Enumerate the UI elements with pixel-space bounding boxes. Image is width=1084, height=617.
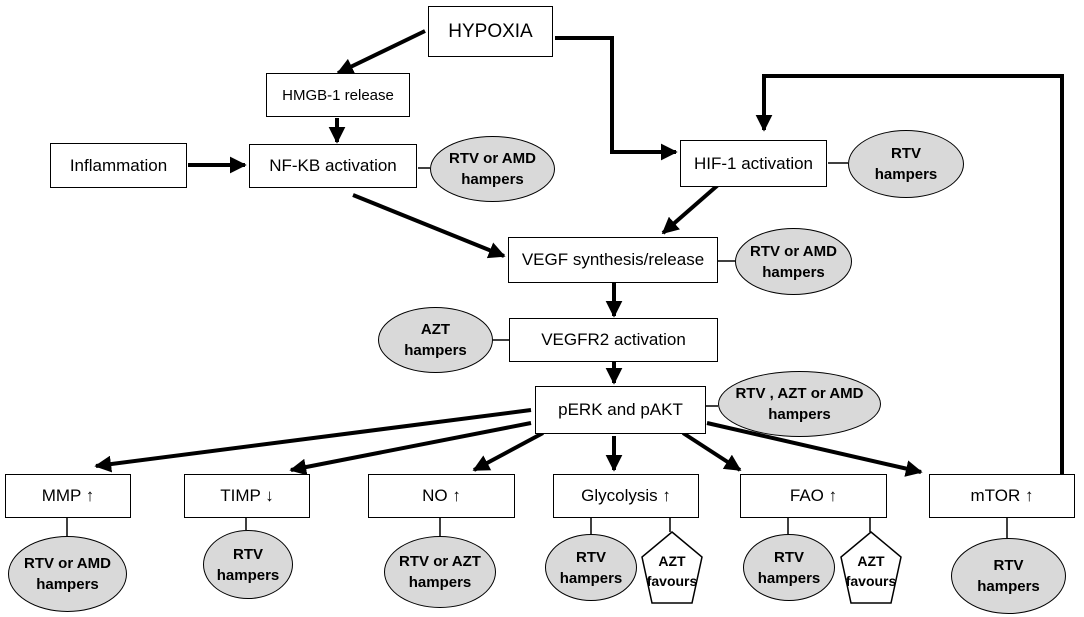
node-no: NO ↑ [368, 474, 515, 518]
arrow-perk-to-timp [289, 421, 532, 476]
node-glycolysis: Glycolysis ↑ [553, 474, 699, 518]
node-vegf: VEGF synthesis/release [508, 237, 718, 283]
arrow-perk-to-fao [681, 431, 742, 472]
node-hmgb1: HMGB-1 release [266, 73, 410, 117]
node-perk: pERK and pAKT [535, 386, 706, 434]
node-inflammation: Inflammation [50, 143, 187, 188]
arrow-nfkb-to-vegf [352, 193, 506, 259]
modifier-timp: RTV hampers [203, 530, 293, 599]
node-fao: FAO ↑ [740, 474, 887, 518]
arrow-mtor-to-hif1 [755, 74, 1064, 474]
favour-glycolysis-shape [641, 531, 703, 604]
arrow-hypoxia-to-hmgb1 [336, 29, 426, 75]
arrow-hypoxia-to-hif1 [555, 36, 678, 161]
modifier-perk: RTV , AZT or AMD hampers [718, 371, 881, 437]
node-mmp: MMP ↑ [5, 474, 131, 518]
modifier-vegf: RTV or AMD hampers [735, 228, 852, 295]
favour-fao: AZT favours [845, 553, 897, 589]
modifier-glycolysis: RTV hampers [545, 534, 637, 601]
arrow-perk-to-no [472, 431, 544, 472]
modifier-mmp: RTV or AMD hampers [8, 536, 127, 612]
modifier-vegfr2: AZT hampers [378, 307, 493, 373]
modifier-no: RTV or AZT hampers [384, 536, 496, 608]
modifier-mtor: RTV hampers [951, 538, 1066, 614]
node-timp: TIMP ↓ [184, 474, 310, 518]
node-hypoxia: HYPOXIA [428, 6, 553, 57]
node-hif1: HIF-1 activation [680, 140, 827, 187]
node-vegfr2: VEGFR2 activation [509, 318, 718, 362]
arrow-hif1-to-vegf [661, 183, 720, 235]
favour-fao-shape [840, 531, 902, 604]
modifier-hif1: RTV hampers [848, 130, 964, 198]
favour-glycolysis: AZT favours [646, 553, 698, 589]
node-nfkb: NF-KB activation [249, 144, 417, 188]
modifier-nfkb: RTV or AMD hampers [430, 136, 555, 202]
arrow-perk-to-mtor [706, 421, 923, 477]
arrow-perk-to-mmp [94, 408, 532, 473]
node-mtor: mTOR ↑ [929, 474, 1075, 518]
modifier-fao: RTV hampers [743, 534, 835, 601]
